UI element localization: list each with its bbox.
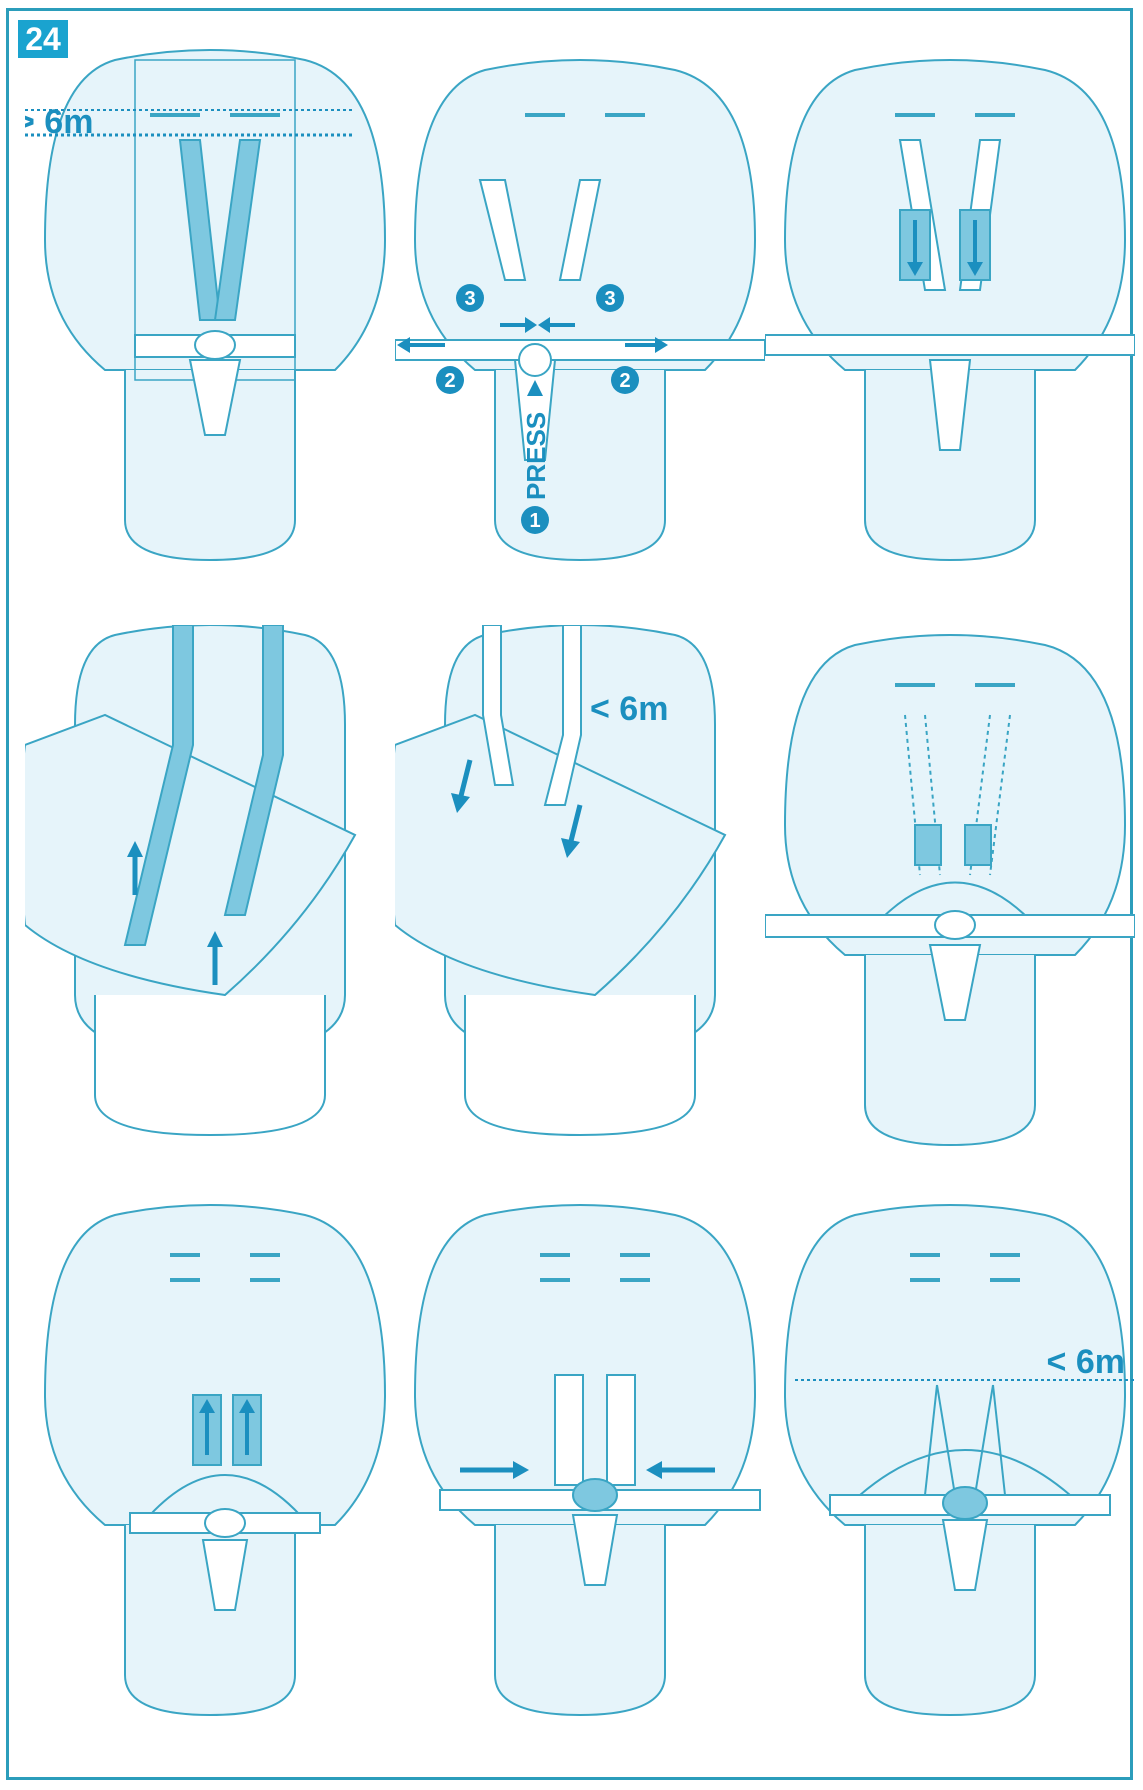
panel-final-low-harness: < 6m [765, 1195, 1135, 1775]
seat-illustration: < 6m [765, 1195, 1135, 1775]
press-label: PRESS [521, 412, 551, 500]
age-label-under-6m: < 6m [590, 690, 668, 728]
panel-release-buckle: 3 3 2 2 1 PRESS [395, 40, 765, 620]
age-label-over-6m: > 6m [25, 103, 93, 141]
age-label-under-6m: < 6m [1047, 1343, 1125, 1381]
seat-illustration [765, 625, 1135, 1205]
panel-harness-high-position: > 6m [25, 40, 395, 620]
seat-illustration: 3 3 2 2 1 PRESS [395, 40, 765, 620]
seat-illustration [395, 1195, 765, 1775]
panel-remove-pads [765, 40, 1135, 620]
seat-illustration: > 6m [25, 40, 395, 620]
step-number-3-left: 3 [464, 288, 475, 310]
step-number-3-right: 3 [604, 288, 615, 310]
step-number-2-right: 2 [619, 370, 630, 392]
step-number-1: 1 [529, 510, 540, 532]
seat-illustration [765, 40, 1135, 620]
step-number-2-left: 2 [444, 370, 455, 392]
seat-illustration: < 6m [395, 625, 765, 1205]
panel-harness-low-position [765, 625, 1135, 1205]
seat-illustration [25, 1195, 395, 1775]
panel-reinsert-pads [25, 1195, 395, 1775]
panel-thread-straps-down: < 6m [395, 625, 765, 1205]
panel-thread-straps-up [25, 625, 395, 1205]
seat-illustration [25, 625, 395, 1205]
panel-fasten-buckle [395, 1195, 765, 1775]
